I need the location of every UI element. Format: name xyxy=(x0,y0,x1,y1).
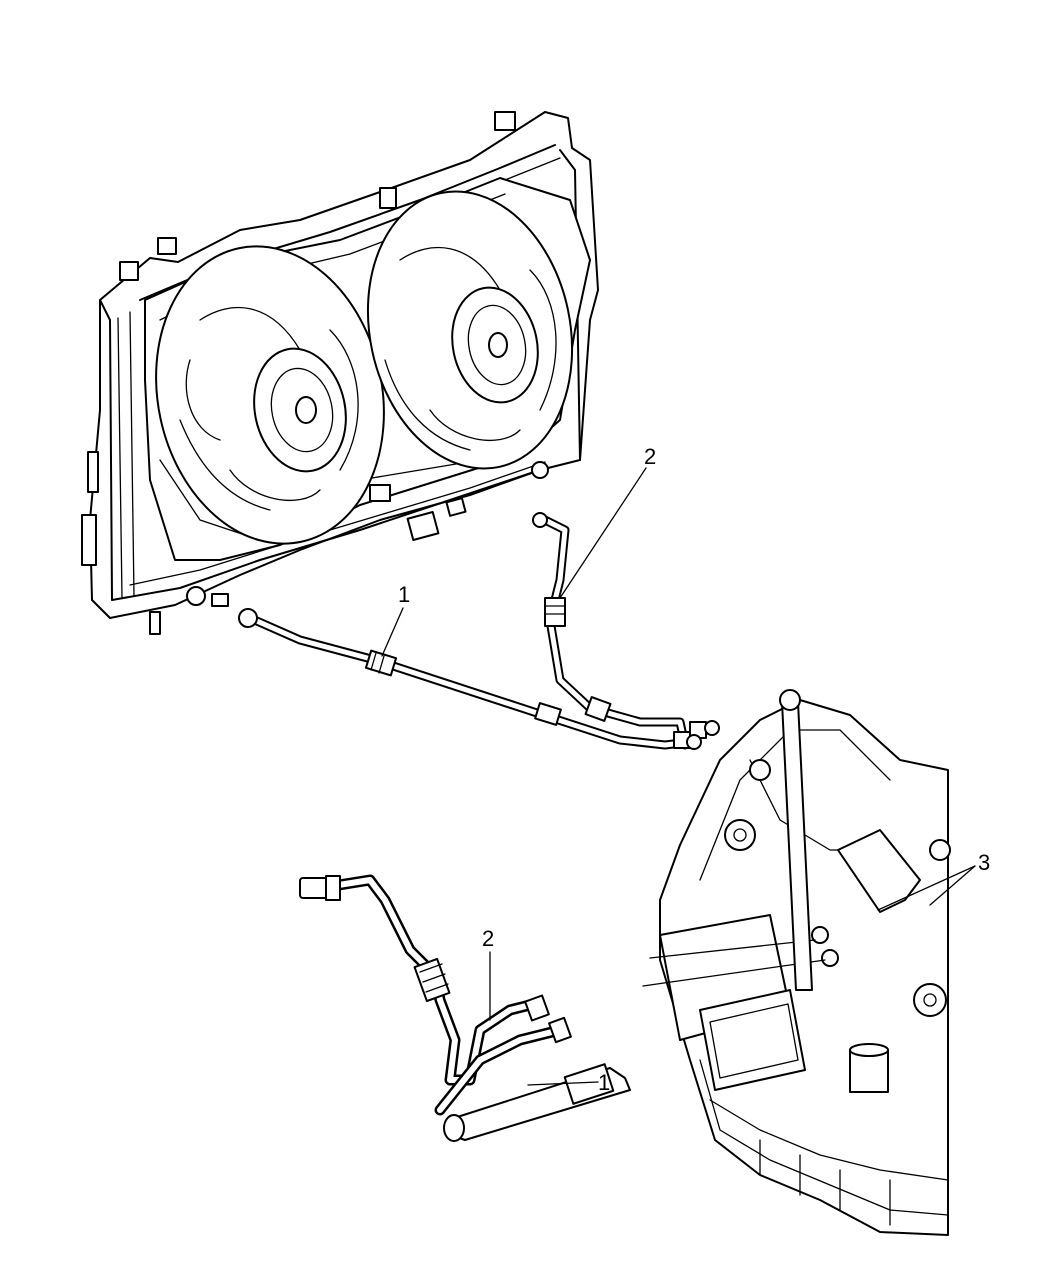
callout-1-lower: 1 xyxy=(598,1070,610,1095)
left-cooling-fan xyxy=(155,245,385,545)
callout-2-lower: 2 xyxy=(482,926,494,951)
callout-1-upper: 1 xyxy=(398,582,410,607)
dipstick-tube xyxy=(779,689,813,991)
radiator-fittings xyxy=(369,484,467,541)
cooler-line-1-lower xyxy=(434,1016,631,1142)
callout-2-upper: 2 xyxy=(644,444,656,469)
callouts: 1 2 2 1 3 xyxy=(381,444,990,1095)
callout-3: 3 xyxy=(978,850,990,875)
cooler-line-2-upper xyxy=(532,512,702,750)
cooler-line-2-lower xyxy=(299,874,550,1086)
right-cooling-fan xyxy=(366,190,574,470)
